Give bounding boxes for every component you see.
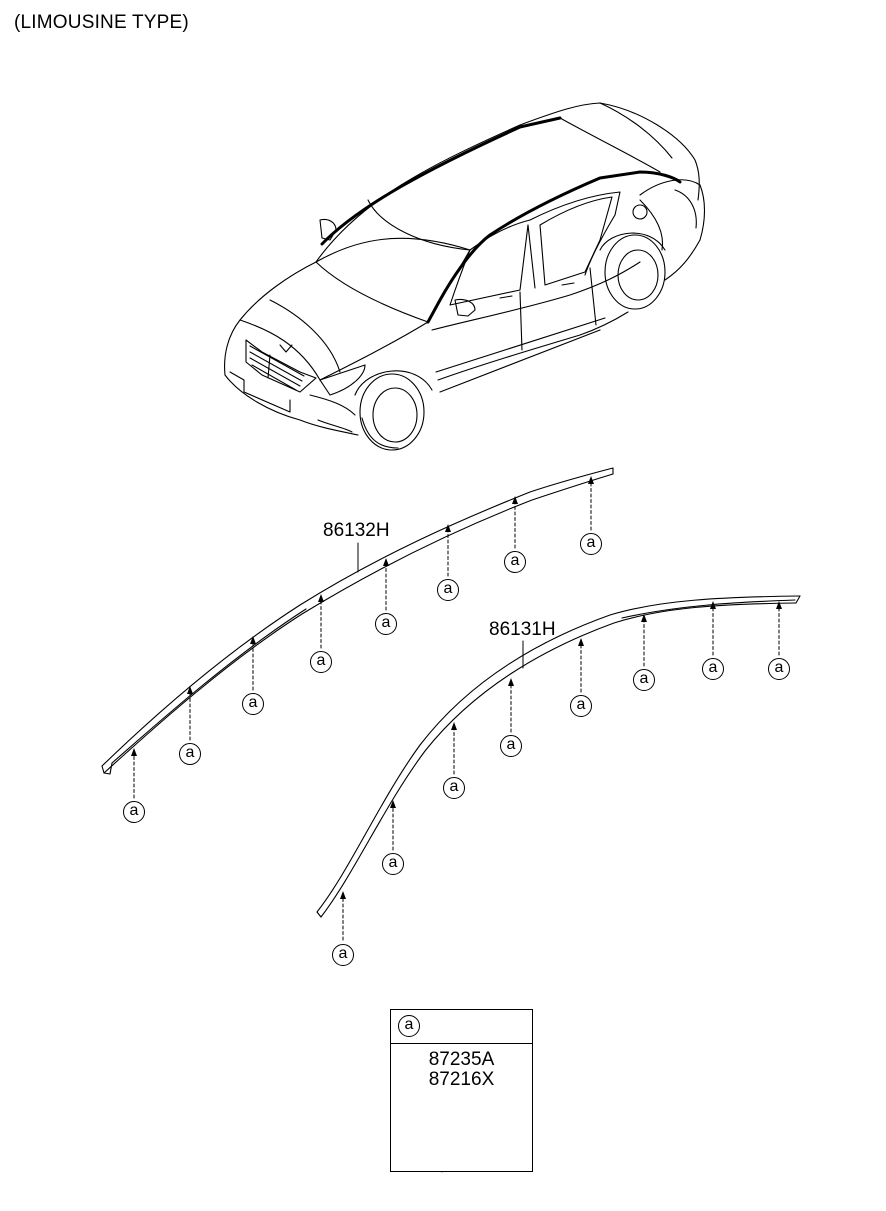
clip-callout: a: [437, 579, 459, 601]
clip-callout: a: [382, 853, 404, 875]
moulding-86131h: [316, 595, 801, 918]
part-label-86132h: 86132H: [323, 520, 390, 541]
legend-part-number: 87235A: [428, 1049, 495, 1070]
clip-callout: a: [375, 613, 397, 635]
clip-callout: a: [332, 944, 354, 966]
clip-callout: a: [504, 551, 526, 573]
legend-part-number: 87216X: [428, 1069, 495, 1090]
clip-legend-box: a 87235A 87216X: [390, 1009, 533, 1172]
clip-callout: a: [633, 669, 655, 691]
clip-callout: a: [310, 651, 332, 673]
clip-callout: a: [570, 695, 592, 717]
legend-header: a: [391, 1010, 532, 1044]
clip-callout: a: [768, 658, 790, 680]
car-illustration: [224, 102, 706, 451]
part-label-86131h: 86131H: [489, 619, 556, 640]
clip-callout: a: [580, 533, 602, 555]
page-title: (LIMOUSINE TYPE): [14, 12, 189, 33]
clip-arrows: [133, 479, 780, 941]
moulding-86132h: [101, 467, 614, 775]
clip-callout: a: [702, 658, 724, 680]
legend-symbol: a: [398, 1015, 420, 1037]
clip-callout: a: [242, 693, 264, 715]
clip-callout: a: [500, 735, 522, 757]
clip-callout: a: [179, 743, 201, 765]
clip-arrowheads: [131, 476, 782, 899]
clip-callout: a: [443, 777, 465, 799]
clip-callout: a: [123, 801, 145, 823]
